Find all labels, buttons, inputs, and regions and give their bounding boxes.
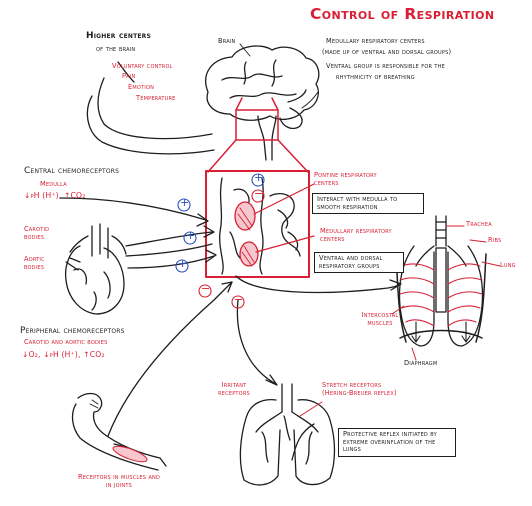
brain-label: Brain bbox=[218, 37, 236, 45]
arm-drawing bbox=[71, 392, 167, 471]
lungs-receptor-arrows bbox=[236, 299, 315, 461]
peripheral-chemo-arrows bbox=[125, 225, 217, 269]
brainstem-to-lungs-arrow bbox=[235, 275, 402, 294]
higher-centers-arrows bbox=[86, 61, 215, 155]
aortic-bodies-label: Aortic bodies bbox=[24, 255, 45, 271]
peripheral-chemo-title: Peripheral chemoreceptors bbox=[20, 326, 125, 336]
diaphragm-label: Diaphragm bbox=[404, 359, 438, 367]
intercostal-label: Intercostal muscles bbox=[361, 311, 399, 327]
medulla-note-line3: Ventral group is responsible for the bbox=[326, 62, 446, 70]
plus-sign: + bbox=[254, 171, 264, 184]
pontine-box: Interact with medulla to smooth respirat… bbox=[312, 193, 424, 215]
of-the-brain-label: of the brain bbox=[96, 44, 136, 53]
input-pain: Pain bbox=[122, 72, 136, 80]
zoom-lines bbox=[207, 97, 309, 173]
plus-sign: + bbox=[186, 229, 196, 242]
signs bbox=[175, 173, 265, 309]
medullary-box: Ventral and dorsal respiratory groups bbox=[314, 252, 404, 274]
center-callouts bbox=[253, 183, 315, 253]
thorax-pointers bbox=[391, 225, 501, 361]
medullary-label: Medullary respiratory centers bbox=[320, 227, 392, 243]
heart-drawing bbox=[64, 223, 127, 315]
input-temperature: Temperature bbox=[136, 94, 176, 102]
plus-sign: + bbox=[180, 196, 190, 209]
central-chemo-location: Medulla bbox=[40, 180, 67, 188]
pontine-label: Pontine respiratory centers bbox=[314, 171, 377, 187]
brain-drawing bbox=[205, 43, 320, 161]
medulla-note-line4: rhythmicity of breathing bbox=[336, 73, 415, 81]
carotid-bodies-label: Carotid bodies bbox=[24, 225, 50, 241]
minus-sign: − bbox=[201, 282, 211, 295]
central-chemo-arrow bbox=[59, 197, 209, 227]
top-right-pointer bbox=[301, 91, 319, 109]
lungs-drawing bbox=[239, 383, 336, 486]
minus-sign: − bbox=[234, 293, 244, 306]
peripheral-chemo-stimuli: ↓O₂, ↓pH (H⁺), ↑CO₂ bbox=[22, 350, 105, 359]
central-chemo-title: Central chemoreceptors bbox=[24, 166, 120, 176]
input-emotion: Emotion bbox=[128, 83, 155, 91]
central-chemo-stimuli: ↓pH (H⁺), ↑CO₂ bbox=[24, 191, 86, 200]
medulla-note-line2: (made up of ventral and dorsal groups) bbox=[322, 48, 452, 56]
higher-centers-label: Higher centers bbox=[86, 31, 152, 41]
protective-reflex-box: Protective reflex initiated by extreme o… bbox=[338, 428, 456, 457]
input-voluntary-control: Voluntary control bbox=[112, 62, 173, 70]
ribs-label: Ribs bbox=[488, 236, 502, 244]
peripheral-chemo-location: Carotid and aortic bodies bbox=[24, 338, 108, 346]
plus-sign: + bbox=[178, 257, 188, 270]
trachea-label: Trachea bbox=[466, 220, 492, 228]
stretch-pointer bbox=[299, 401, 323, 417]
medulla-note-line1: Medullary respiratory centers bbox=[326, 37, 425, 45]
minus-sign: − bbox=[254, 187, 264, 200]
brainstem-box bbox=[205, 170, 310, 278]
stretch-label: Stretch receptors (Hering-Breuer reflex) bbox=[322, 381, 397, 397]
irritant-label: Irritant receptors bbox=[218, 381, 250, 397]
muscle-arrow bbox=[107, 281, 233, 437]
lung-label: Lung bbox=[500, 261, 516, 269]
page-title: Control of Respiration bbox=[310, 5, 495, 23]
muscles-joints-label: Receptors in muscles and in joints bbox=[77, 473, 161, 489]
